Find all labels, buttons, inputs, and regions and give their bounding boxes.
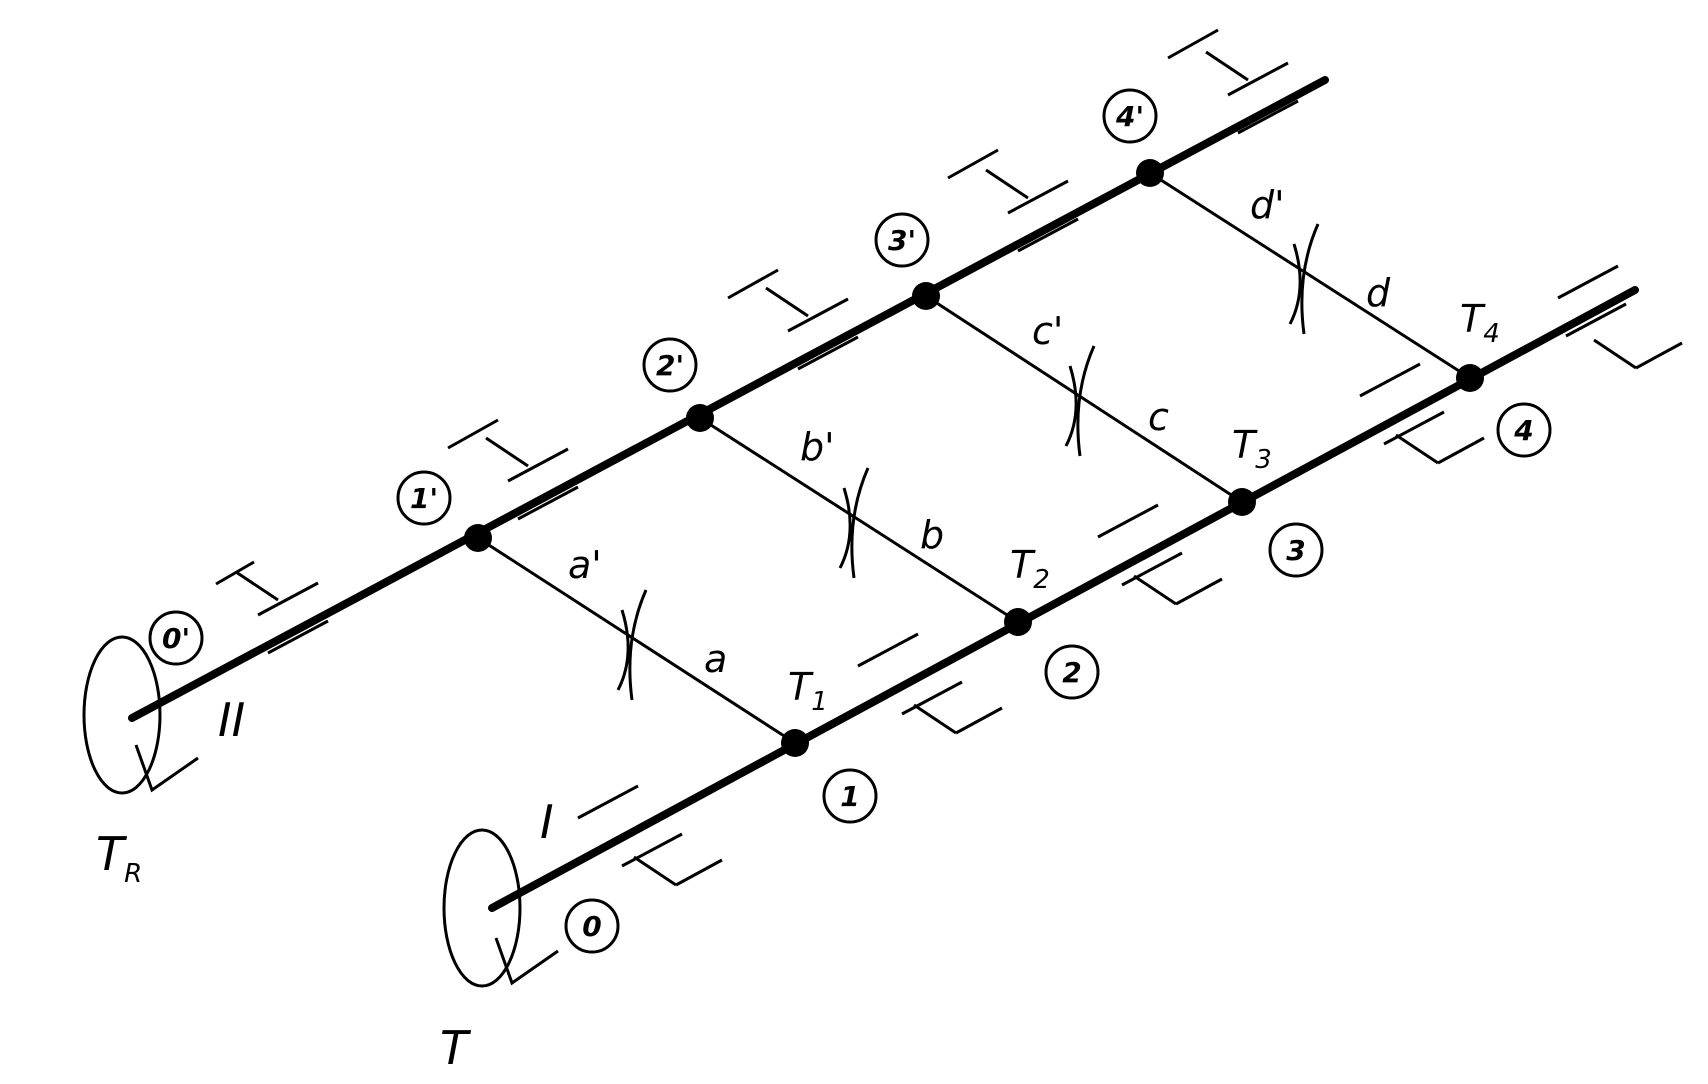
node-label-0: 0 — [564, 898, 620, 954]
node-dot-4p — [1136, 159, 1164, 187]
label-t2: T2 — [1010, 543, 1050, 595]
node-torque-labels: T1 T2 T3 T4 — [788, 297, 1500, 717]
label-c-prime: c' — [1032, 309, 1063, 353]
node-label-1: 1 — [822, 768, 878, 824]
break-marks — [616, 223, 1320, 701]
node-label-3: 3 — [1268, 522, 1324, 578]
label-d: d — [1366, 271, 1391, 315]
connector-c — [925, 294, 1243, 504]
node-label-0p: 0' — [148, 610, 204, 666]
torque-ellipse-t — [442, 828, 522, 988]
label-b-prime: b' — [800, 425, 835, 469]
break-mark-b-1 — [850, 467, 870, 579]
break-mark-d-1 — [1300, 223, 1320, 335]
node-label-1p: 1' — [396, 470, 452, 526]
node-dot-2p — [686, 404, 714, 432]
svg-text:0': 0' — [162, 622, 190, 655]
svg-text:1: 1 — [840, 780, 859, 813]
bearings-front — [577, 264, 1683, 887]
node-dots — [464, 159, 1484, 757]
bearing-back-0 — [215, 560, 329, 655]
node-dot-3p — [912, 282, 940, 310]
break-mark-d-2 — [1288, 243, 1302, 325]
svg-text:3: 3 — [1286, 534, 1305, 567]
node-dot-1p — [464, 524, 492, 552]
connector-lines — [477, 171, 1471, 745]
label-t4: T4 — [1460, 297, 1500, 349]
node-label-4p: 4' — [1102, 88, 1158, 144]
label-t3: T3 — [1232, 423, 1272, 475]
label-c: c — [1148, 395, 1169, 439]
label-t: T — [440, 1021, 472, 1075]
bearing-front-0 — [577, 784, 723, 887]
torque-arrow-t — [442, 828, 559, 988]
bearing-back-3 — [947, 148, 1079, 253]
back-node-labels: 0' 1' 2' 3' 4' — [148, 88, 1158, 666]
bearing-back-4 — [1167, 28, 1299, 135]
node-dot-3 — [1228, 488, 1256, 516]
break-mark-c-2 — [1064, 365, 1078, 447]
bearing-front-2 — [1097, 503, 1223, 606]
break-mark-a-2 — [616, 609, 630, 691]
shaft-ii — [128, 76, 1329, 722]
node-label-2: 2 — [1044, 644, 1100, 700]
label-d-prime: d' — [1250, 183, 1285, 227]
bearing-front-3 — [1359, 362, 1485, 465]
connector-d — [1149, 171, 1471, 380]
node-dot-1 — [781, 729, 809, 757]
svg-text:4: 4 — [1513, 414, 1533, 447]
label-a: a — [704, 637, 727, 681]
torque-arrowhead-t — [494, 937, 559, 986]
bearings-back — [215, 28, 1299, 655]
label-shaft-ii: II — [218, 693, 245, 747]
node-label-3p: 3' — [874, 212, 930, 268]
label-a-prime: a' — [568, 543, 602, 587]
label-shaft-i: I — [540, 795, 554, 849]
svg-text:0: 0 — [582, 910, 601, 943]
node-dot-4 — [1456, 364, 1484, 392]
svg-text:4': 4' — [1115, 100, 1144, 133]
torque-ellipse-tr — [82, 635, 162, 795]
bearing-front-4 — [1557, 264, 1683, 370]
torque-arrow-tr — [82, 635, 199, 795]
label-tr: TR — [96, 827, 142, 889]
svg-text:2: 2 — [1062, 656, 1081, 689]
label-b: b — [920, 513, 944, 557]
node-label-2p: 2' — [642, 337, 698, 393]
svg-text:1': 1' — [410, 482, 438, 515]
node-label-4: 4 — [1496, 402, 1552, 458]
front-node-labels: 0 1 2 3 4 — [564, 402, 1552, 954]
connector-b — [699, 416, 1019, 624]
connector-a — [477, 536, 796, 745]
bearing-back-2 — [727, 268, 859, 371]
bearing-back-1 — [447, 418, 579, 521]
node-dot-2 — [1004, 608, 1032, 636]
shaft-i — [488, 286, 1639, 912]
label-t1: T1 — [788, 665, 828, 717]
connector-labels: a' a b' b c' c d' d — [568, 183, 1391, 681]
break-mark-a-1 — [628, 589, 648, 701]
svg-text:3': 3' — [888, 224, 916, 257]
break-mark-c-1 — [1076, 345, 1096, 457]
svg-text:2': 2' — [656, 349, 684, 382]
break-mark-b-2 — [838, 487, 852, 569]
torque-arrowhead-tr — [134, 744, 199, 793]
bearing-front-1 — [857, 632, 1003, 735]
